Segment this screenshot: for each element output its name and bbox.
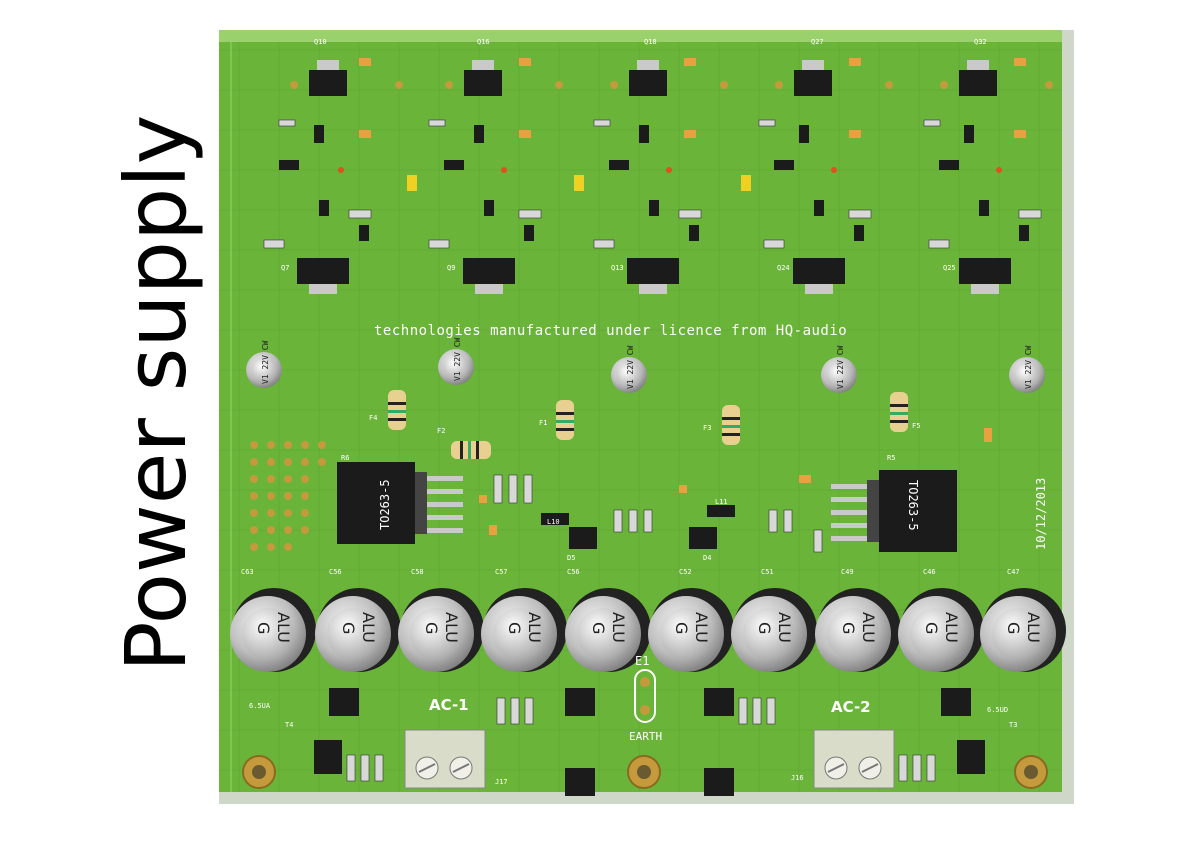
svg-text:D4: D4: [703, 554, 711, 562]
svg-text:ALU: ALU: [442, 612, 461, 643]
svg-text:Q13: Q13: [611, 264, 624, 272]
pad-grid: [250, 441, 326, 551]
svg-text:F1: F1: [539, 419, 547, 427]
axial-fuses: [388, 390, 908, 459]
svg-text:G: G: [589, 622, 608, 634]
small-electrolytic-caps: V1 22V CW V1 22V CW V1 22V CW V1 22V CW …: [246, 337, 1045, 393]
svg-text:Q9: Q9: [447, 264, 455, 272]
svg-text:Q24: Q24: [777, 264, 790, 272]
svg-text:C51: C51: [761, 568, 774, 576]
label-ac2: AC-2: [831, 698, 871, 716]
bulk-capacitor-row: ALU G ALU G ALU G ALU G ALU G ALU G ALU …: [230, 588, 1066, 672]
svg-text:J17: J17: [495, 778, 508, 786]
board-date: 10/12/2013: [1034, 478, 1048, 550]
svg-text:Q27: Q27: [811, 38, 824, 46]
svg-text:F4: F4: [369, 414, 377, 422]
silkscreen-refs: Q10 Q16 Q18 Q27 Q32 Q7 Q9 Q13 Q24 Q25 F4…: [241, 38, 1020, 786]
svg-text:Q7: Q7: [281, 264, 289, 272]
svg-text:ALU: ALU: [525, 612, 544, 643]
svg-text:R5: R5: [887, 454, 895, 462]
svg-text:V1 22V CW: V1 22V CW: [626, 345, 635, 389]
svg-text:C47: C47: [1007, 568, 1020, 576]
svg-text:J16: J16: [791, 774, 804, 782]
svg-text:ALU: ALU: [359, 612, 378, 643]
pcb-board-photo: technologies manufactured under licence …: [219, 30, 1074, 804]
svg-text:C49: C49: [841, 568, 854, 576]
svg-text:V1 22V CW: V1 22V CW: [261, 340, 270, 384]
regulator-to263-right: TO263-5: [831, 470, 957, 552]
svg-text:ALU: ALU: [692, 612, 711, 643]
top-regulator-row: [309, 60, 997, 96]
svg-text:G: G: [339, 622, 358, 634]
smd-components-mid: [479, 428, 992, 553]
svg-text:ALU: ALU: [942, 612, 961, 643]
label-ac1: AC-1: [429, 696, 469, 714]
svg-text:G: G: [922, 622, 941, 634]
svg-text:G: G: [672, 622, 691, 634]
svg-text:V1 22V CW: V1 22V CW: [1024, 345, 1033, 389]
terminal-block-ac2: [813, 729, 895, 789]
svg-text:E1: E1: [635, 654, 649, 668]
smd-components-top: [263, 58, 1053, 249]
svg-text:C63: C63: [241, 568, 254, 576]
svg-text:F3: F3: [703, 424, 711, 432]
svg-text:6.5UA: 6.5UA: [249, 702, 271, 710]
terminal-block-ac1: [404, 729, 486, 789]
bottom-rectifier-section: E1 EARTH: [242, 654, 1048, 796]
svg-text:C58: C58: [411, 568, 424, 576]
svg-text:ALU: ALU: [1024, 612, 1043, 643]
svg-text:Q32: Q32: [974, 38, 987, 46]
svg-text:6.5UD: 6.5UD: [987, 706, 1008, 714]
svg-text:Q25: Q25: [943, 264, 956, 272]
svg-text:T4: T4: [285, 721, 293, 729]
svg-text:G: G: [505, 622, 524, 634]
svg-text:G: G: [755, 622, 774, 634]
svg-text:C56: C56: [567, 568, 580, 576]
svg-text:R6: R6: [341, 454, 349, 462]
regulator-to263-left: TO263-5: [337, 462, 463, 544]
slide-title: Power supply: [107, 115, 205, 672]
slide-title-text: Power supply: [107, 115, 205, 672]
svg-text:D5: D5: [567, 554, 575, 562]
svg-text:TO263-5: TO263-5: [378, 479, 392, 530]
svg-text:G: G: [422, 622, 441, 634]
svg-text:G: G: [839, 622, 858, 634]
svg-text:C46: C46: [923, 568, 936, 576]
svg-text:ALU: ALU: [775, 612, 794, 643]
svg-text:G: G: [1004, 622, 1023, 634]
svg-text:L11: L11: [715, 498, 728, 506]
svg-text:C57: C57: [495, 568, 508, 576]
svg-text:F5: F5: [912, 422, 920, 430]
svg-text:T3: T3: [1009, 721, 1017, 729]
svg-text:G: G: [254, 622, 273, 634]
svg-text:EARTH: EARTH: [629, 730, 662, 743]
svg-text:Q18: Q18: [644, 38, 657, 46]
svg-text:TO263-5: TO263-5: [906, 480, 920, 531]
svg-text:Q10: Q10: [314, 38, 327, 46]
svg-text:Q16: Q16: [477, 38, 490, 46]
svg-text:C56: C56: [329, 568, 342, 576]
licence-text: technologies manufactured under licence …: [374, 323, 847, 339]
svg-text:ALU: ALU: [859, 612, 878, 643]
svg-text:ALU: ALU: [609, 612, 628, 643]
svg-text:F2: F2: [437, 427, 445, 435]
svg-text:V1 22V CW: V1 22V CW: [453, 337, 462, 381]
svg-text:C52: C52: [679, 568, 692, 576]
svg-text:L10: L10: [547, 518, 560, 526]
svg-text:V1 22V CW: V1 22V CW: [836, 345, 845, 389]
svg-text:ALU: ALU: [274, 612, 293, 643]
mid-regulator-row: [297, 258, 1011, 294]
